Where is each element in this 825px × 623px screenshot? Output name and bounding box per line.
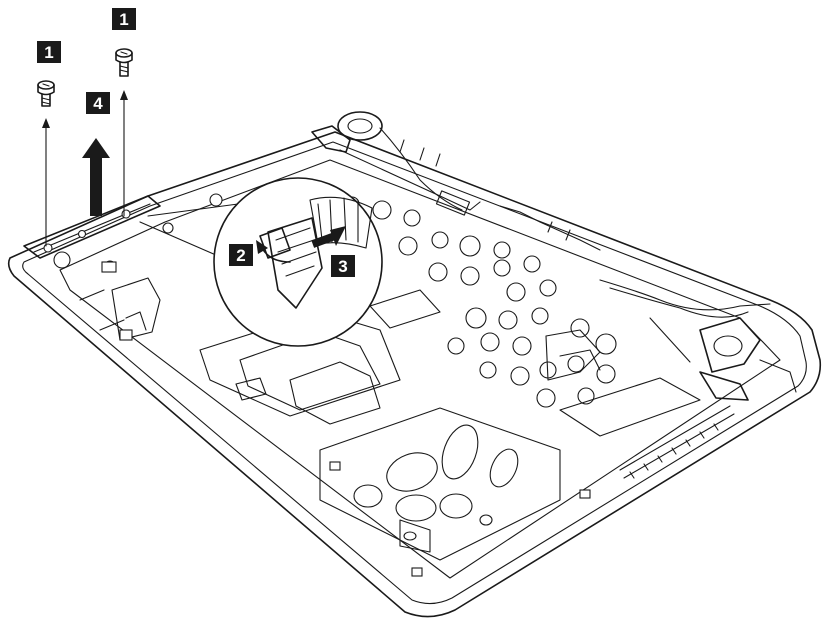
step-badge-2: 2	[229, 244, 253, 266]
lift-arrow-icon	[82, 138, 110, 216]
screw-right-icon	[115, 48, 133, 77]
step-badge-1-left: 1	[37, 41, 61, 63]
svg-text:4: 4	[93, 94, 103, 113]
screw-arrows	[42, 90, 128, 247]
left-ribs	[79, 261, 161, 341]
svg-text:1: 1	[119, 10, 128, 29]
right-vents	[559, 377, 735, 479]
svg-text:3: 3	[338, 257, 347, 276]
step-badge-3: 3	[331, 255, 355, 277]
detail-callout	[139, 177, 383, 347]
base-cover	[7, 131, 822, 618]
step-badge-4: 4	[86, 92, 110, 114]
right-hinge-cables	[599, 279, 797, 401]
screw-left-icon	[37, 80, 55, 107]
svg-text:2: 2	[236, 246, 245, 265]
lower-cutouts	[319, 407, 591, 577]
hinge-area	[311, 111, 601, 251]
step-badge-1-right: 1	[112, 8, 136, 30]
svg-text:1: 1	[44, 43, 53, 62]
